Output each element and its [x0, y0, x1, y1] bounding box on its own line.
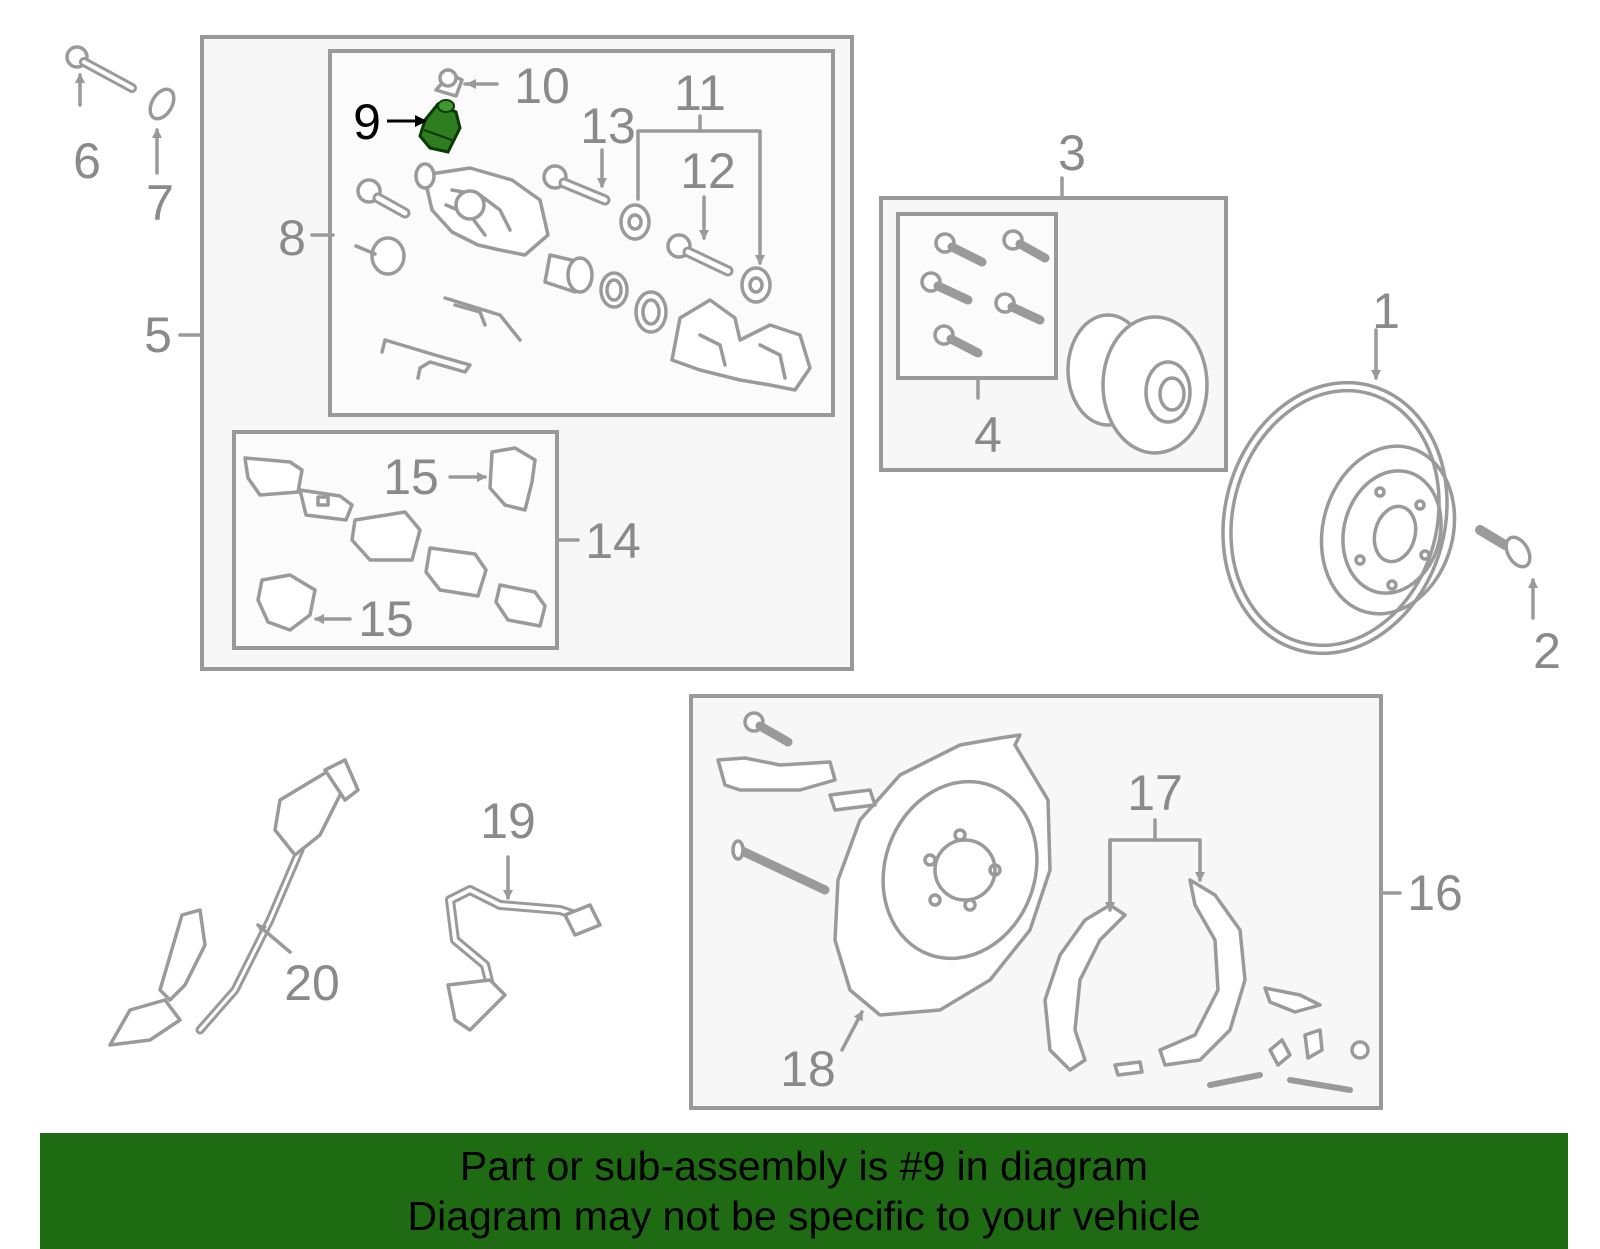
adjuster-lever: [1263, 986, 1322, 1014]
disc-screw-part-2: [1475, 525, 1532, 569]
banner-line-2: Diagram may not be specific to your vehi…: [407, 1193, 1201, 1239]
return-spring: [1207, 1072, 1263, 1088]
piston: [543, 253, 594, 294]
callout-11: 11: [674, 65, 726, 121]
bleeder-cap-part-10: [434, 68, 464, 98]
brake-pad-shim-outer: [494, 583, 547, 628]
callout-3: 3: [1058, 125, 1086, 181]
adjuster-block: [828, 788, 877, 812]
brake-pad-outer: [424, 546, 488, 598]
guide-bolt-part-12: [666, 233, 734, 277]
bracket-bolt-part-13: [542, 164, 611, 206]
pad-spring-lower: [256, 573, 317, 632]
callout-10: 10: [514, 58, 570, 114]
caliper-nut: [354, 236, 406, 276]
callout-16: 16: [1407, 865, 1463, 921]
callout-5: 5: [144, 307, 172, 363]
callout-14: 14: [585, 513, 641, 569]
callout-8: 8: [278, 210, 306, 266]
banner-line-1: Part or sub-assembly is #9 in diagram: [459, 1143, 1149, 1189]
caliper-bracket: [670, 298, 812, 392]
leader-lines: [75, 73, 1538, 1052]
pad-clip-lower: [380, 338, 472, 380]
bleeder-screw-part-9: [418, 99, 462, 154]
brake-shoe-left: [1043, 903, 1127, 1072]
info-banner: Part or sub-assembly is #9 in diagram Di…: [40, 1133, 1568, 1249]
callout-9-highlighted: 9: [353, 94, 381, 150]
pad-spring-upper: [488, 446, 537, 512]
parking-cable-part-20: [108, 758, 360, 1047]
callout-4: 4: [974, 407, 1002, 463]
caliper-body-part-8: [414, 162, 550, 257]
hold-down-cup: [1268, 1038, 1292, 1067]
nut: [1350, 1040, 1370, 1060]
callout-20: 20: [284, 955, 340, 1011]
hold-down-pin: [731, 839, 830, 895]
callout-2: 2: [1533, 623, 1561, 679]
caliper-bolt: [356, 178, 411, 219]
callout-15-lower: 15: [358, 591, 414, 647]
callout-7: 7: [146, 175, 174, 231]
callout-13: 13: [580, 98, 636, 154]
hub-bearing-part-3: [1066, 313, 1209, 455]
callout-1: 1: [1372, 283, 1400, 339]
backing-plate-part-18: [833, 733, 1052, 1017]
hold-down-spring: [1303, 1028, 1324, 1060]
brake-shoe-right: [1158, 878, 1247, 1067]
callout-12: 12: [680, 143, 736, 199]
brake-disc-part-1: [1221, 380, 1457, 656]
brake-pad-shim: [243, 456, 304, 497]
pin-clip: [1113, 1060, 1144, 1077]
callout-15-upper: 15: [383, 449, 439, 505]
bolt-part-6: [65, 45, 137, 93]
brake-pad-inner: [350, 510, 422, 562]
callout-17: 17: [1127, 765, 1183, 821]
parking-brake-lever: [716, 756, 837, 792]
callout-18: 18: [780, 1041, 836, 1097]
callout-19: 19: [480, 793, 536, 849]
pad-clip-upper: [443, 296, 522, 342]
callout-6: 6: [73, 133, 101, 189]
parking-brake-bolt: [743, 711, 793, 747]
hub-bolts-part-4: [920, 229, 1050, 358]
washer-part-7: [148, 87, 176, 121]
adjuster-spring: [1287, 1077, 1353, 1093]
speed-sensor-part-19: [445, 885, 602, 1032]
